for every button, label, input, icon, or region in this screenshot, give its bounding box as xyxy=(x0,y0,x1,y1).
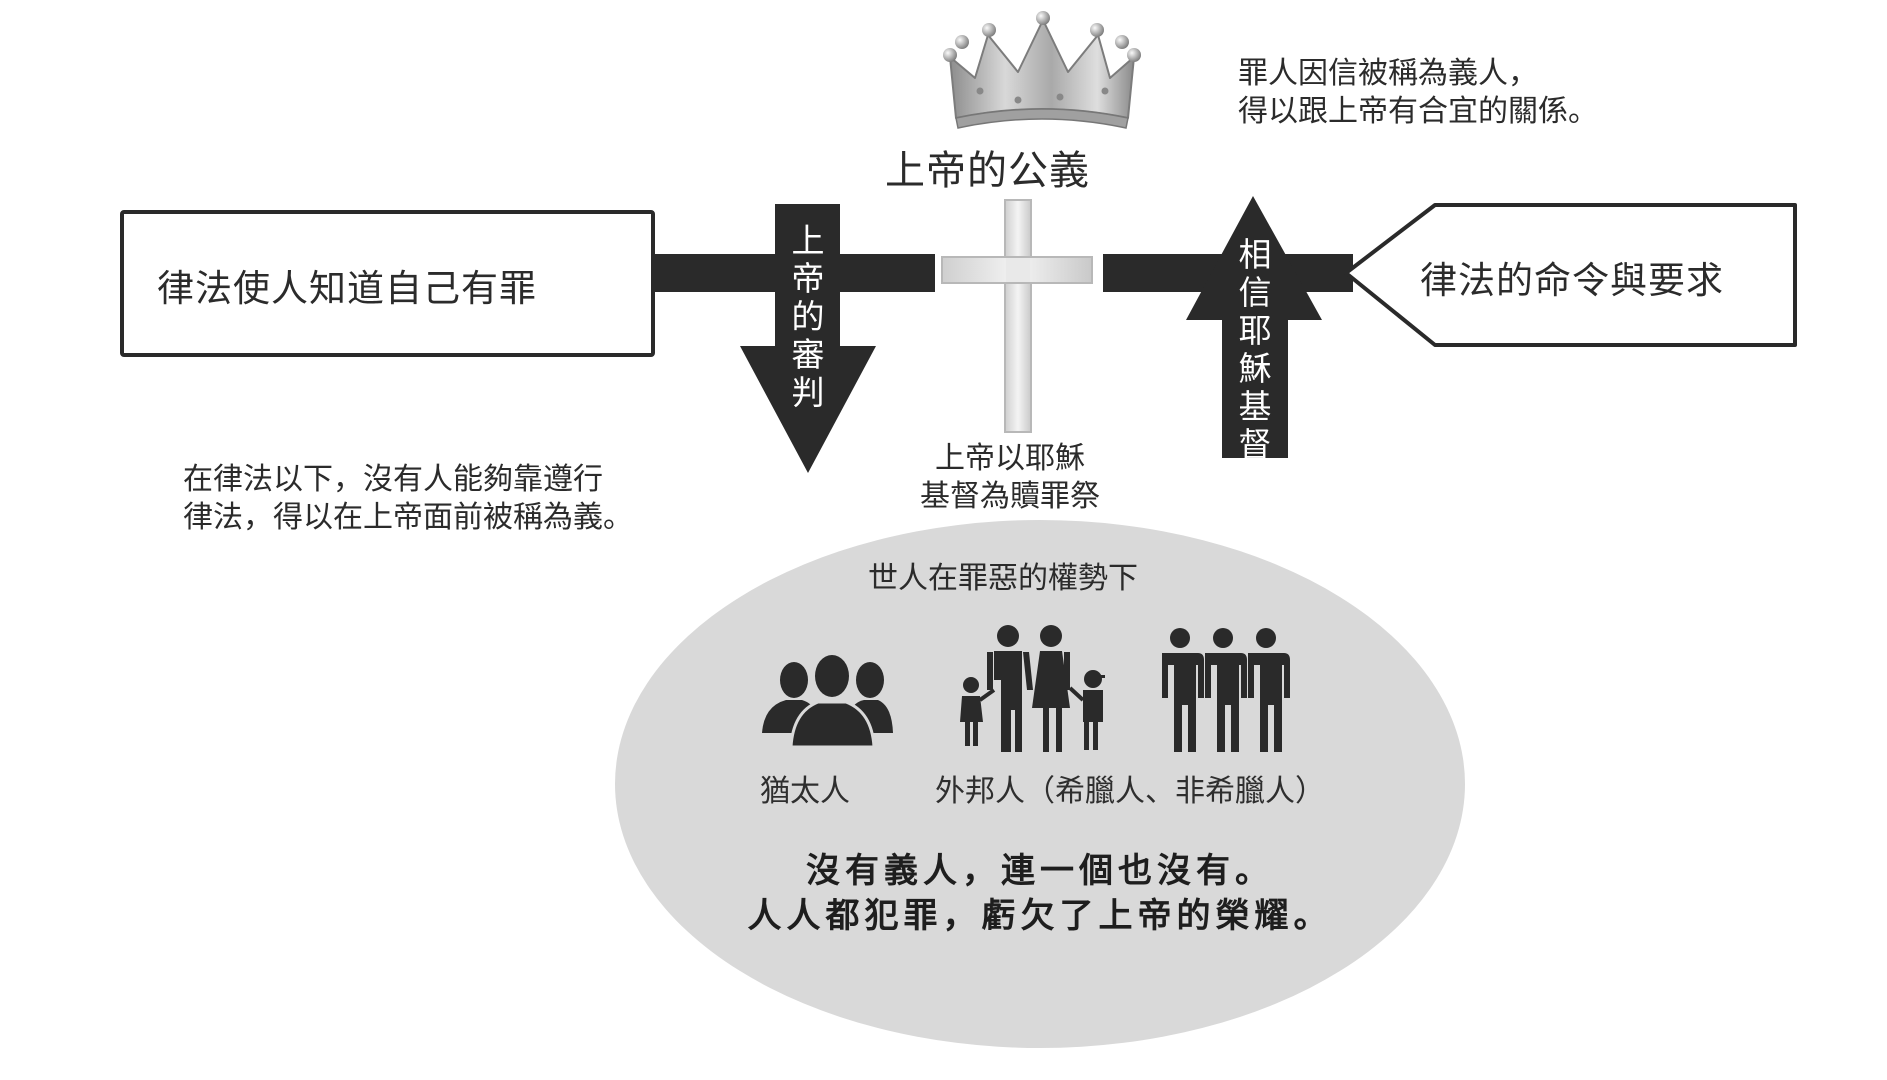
crown-icon xyxy=(943,11,1141,129)
law-commands-box: 律法的命令與要求 xyxy=(1420,259,1724,302)
gentiles-label: 外邦人（希臘人、非希臘人） xyxy=(935,774,1325,809)
gods-judgment-label: 上帝的審判 xyxy=(791,221,825,412)
note-line-1: 罪人因信被稱為義人， xyxy=(1238,56,1538,91)
atonement-caption: 上帝以耶穌 基督為贖罪祭 xyxy=(900,440,1120,516)
note-line-2: 得以跟上帝有合宜的關係。 xyxy=(1238,94,1598,129)
left-box-frame xyxy=(120,210,655,357)
cross-icon xyxy=(941,199,1093,433)
ellipse-title: 世人在罪惡的權勢下 xyxy=(868,561,1138,596)
gods-righteousness-heading: 上帝的公義 xyxy=(885,148,1090,194)
jews-label: 猶太人 xyxy=(760,774,850,809)
up-arrow xyxy=(1186,196,1322,458)
family-icon xyxy=(960,625,1105,752)
group-people-icon xyxy=(762,655,893,749)
under-law-line-1: 在律法以下，沒有人能夠靠遵行 xyxy=(183,462,603,497)
verse-line-1: 沒有義人，連一個也沒有。 xyxy=(806,851,1274,891)
justified-by-faith-note: 罪人因信被稱為義人， 得以跟上帝有合宜的關係。 xyxy=(1238,55,1598,131)
believe-in-jesus-label: 相信耶穌基督 xyxy=(1238,235,1272,464)
atonement-line-1: 上帝以耶穌 xyxy=(935,441,1085,476)
law-reveals-sin-box: 律法使人知道自己有罪 xyxy=(157,267,537,310)
under-law-caption: 在律法以下，沒有人能夠靠遵行 律法，得以在上帝面前被稱為義。 xyxy=(183,461,633,537)
down-arrow xyxy=(740,204,876,473)
world-under-sin-ellipse xyxy=(615,520,1465,1048)
three-men-icon xyxy=(1162,628,1290,752)
right-box-frame xyxy=(1344,203,1797,347)
verse-line-2: 人人都犯罪，虧欠了上帝的榮耀。 xyxy=(747,896,1333,936)
atonement-line-2: 基督為贖罪祭 xyxy=(920,479,1100,514)
under-law-line-2: 律法，得以在上帝面前被稱為義。 xyxy=(183,500,633,535)
